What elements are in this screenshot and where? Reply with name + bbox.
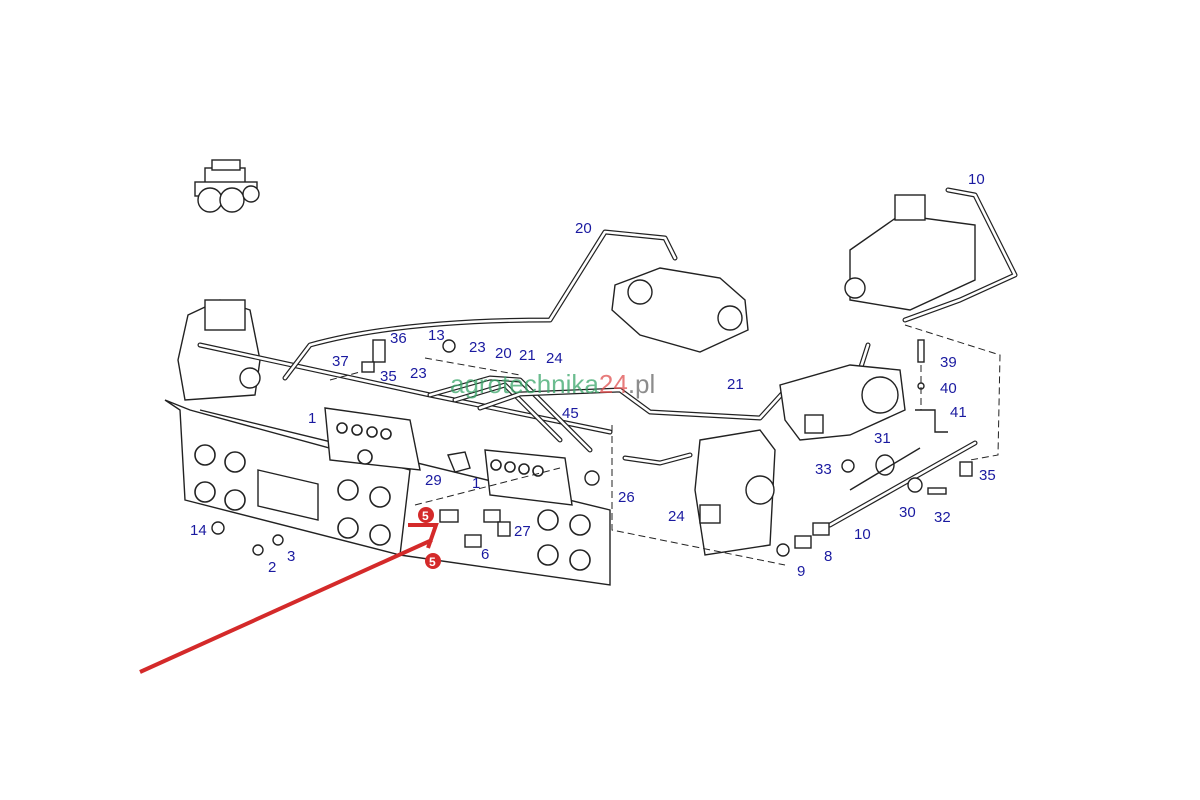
part-label: 29: [425, 472, 442, 489]
part-label: 26: [618, 489, 635, 506]
highlight-badge-text: 5: [429, 555, 436, 569]
part-label: 24: [546, 350, 563, 367]
highlight-badge: [418, 507, 434, 523]
part-labels: 10 20 13 36 23 37 20 21 24 35 23 21 39 4…: [190, 171, 996, 580]
part-label: 31: [874, 430, 891, 447]
part-label: 3: [287, 548, 295, 565]
valve-body-center: [779, 364, 906, 441]
part-label: 23: [469, 339, 486, 356]
red-arrowhead: [408, 523, 439, 549]
part-label: 10: [968, 171, 985, 188]
tractor-icon: [194, 159, 260, 213]
hydraulic-pipes: [197, 187, 1018, 466]
part-label: 6: [481, 546, 489, 563]
part-label: 35: [979, 467, 996, 484]
dashed-leaders: [329, 324, 1001, 566]
part-label: 2: [268, 559, 276, 576]
part-label: 21: [727, 376, 744, 393]
part-label: 39: [940, 354, 957, 371]
part-label: 21: [519, 347, 536, 364]
valve-body-lower: [694, 429, 776, 556]
part-label: 1: [472, 475, 480, 492]
part-label: 20: [495, 345, 512, 362]
small-fittings: [211, 339, 978, 557]
part-label: 45: [562, 405, 579, 422]
mounting-plate-left: [164, 399, 611, 586]
part-label: 37: [332, 353, 349, 370]
part-label: 9: [797, 563, 805, 580]
part-label: 14: [190, 522, 207, 539]
part-label: 33: [815, 461, 832, 478]
part-label: 35: [380, 368, 397, 385]
part-label: 41: [950, 404, 967, 421]
highlight-badge: [425, 553, 441, 569]
highlight-marker: 5 5: [139, 507, 441, 674]
part-label: 23: [410, 365, 427, 382]
part-label: 27: [514, 523, 531, 540]
watermark: agrotechnika24.pl: [450, 369, 655, 399]
control-valve-top: [611, 267, 749, 353]
red-arrow: [139, 538, 433, 674]
part-label: 13: [428, 327, 445, 344]
part-label: 24: [668, 508, 685, 525]
part-label: 8: [824, 548, 832, 565]
part-label: 20: [575, 220, 592, 237]
part-label: 30: [899, 504, 916, 521]
valve-block-right: [844, 194, 976, 311]
part-label: 10: [854, 526, 871, 543]
highlight-badge-text: 5: [422, 509, 429, 523]
part-label: 40: [940, 380, 957, 397]
part-label: 1: [308, 410, 316, 427]
distributor-block-1: [324, 407, 421, 471]
part-label: 32: [934, 509, 951, 526]
part-label: 36: [390, 330, 407, 347]
distributor-block-2: [484, 449, 573, 506]
